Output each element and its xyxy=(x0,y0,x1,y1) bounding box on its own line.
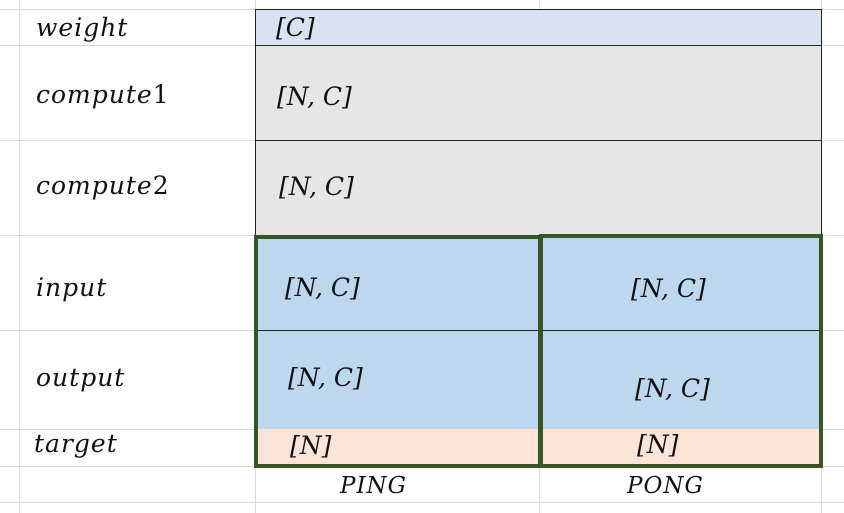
row-label-target: target xyxy=(34,429,118,458)
compute1-block xyxy=(255,45,822,141)
compute2-shape: [N, C] xyxy=(279,172,354,201)
row-label-weight: weight xyxy=(36,13,129,42)
ping-output-shape: [N, C] xyxy=(288,363,363,392)
pong-target-shape: [N] xyxy=(637,430,679,459)
column-label-ping: PING xyxy=(340,473,408,499)
compute1-shape: [N, C] xyxy=(277,82,352,111)
pong-output-shape: [N, C] xyxy=(635,374,710,403)
row-label-input: input xyxy=(36,273,108,302)
pong-input-shape: [N, C] xyxy=(631,274,706,303)
row-label-output: output xyxy=(36,363,126,392)
row-label-compute2: compute2 xyxy=(36,171,170,200)
pong-buffer-border xyxy=(539,234,823,468)
row-label-compute1: compute1 xyxy=(36,80,170,109)
ping-target-shape: [N] xyxy=(290,431,332,460)
compute2-block xyxy=(255,140,822,236)
column-label-pong: PONG xyxy=(627,473,704,499)
weight-block xyxy=(255,9,822,46)
ping-input-shape: [N, C] xyxy=(285,273,360,302)
gridline xyxy=(19,0,20,513)
gridline xyxy=(0,502,844,503)
weight-shape: [C] xyxy=(276,13,315,42)
